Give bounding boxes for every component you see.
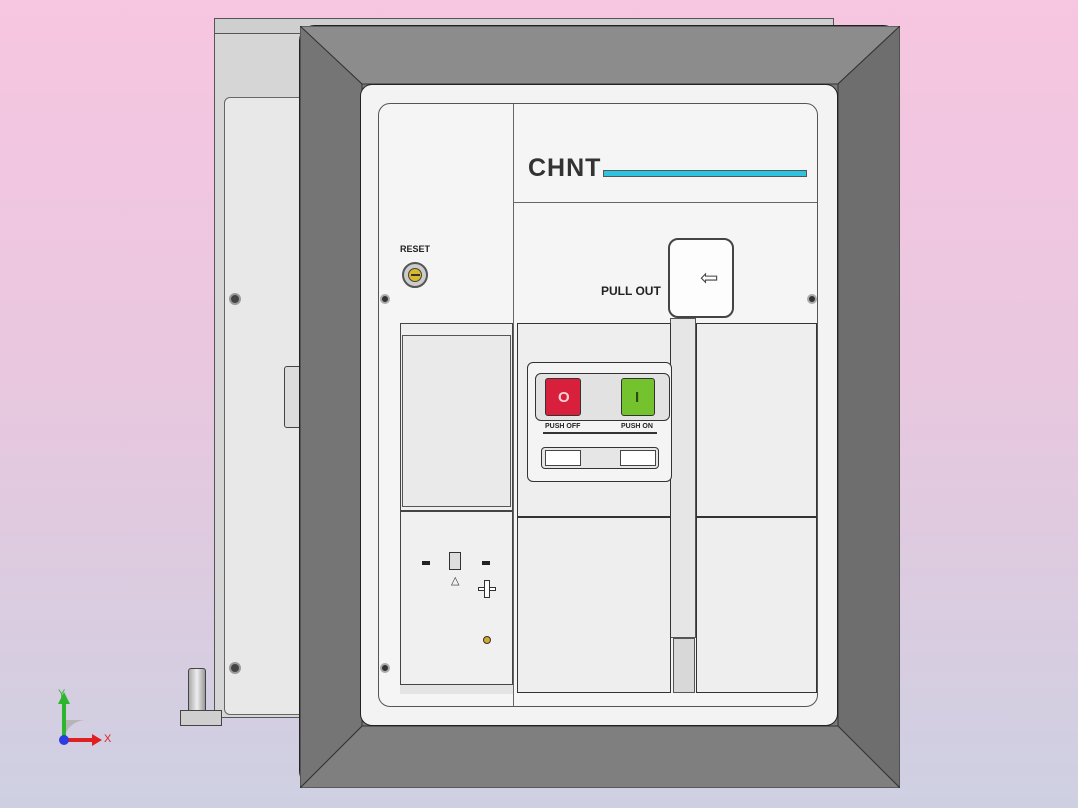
status-window-left — [545, 450, 581, 466]
axis-label-y: Y — [58, 688, 66, 700]
brand-logo: CHNT — [528, 154, 602, 182]
left-module-base — [400, 684, 513, 694]
indicator-dash-left — [422, 561, 430, 565]
axis-label-x: X — [104, 733, 112, 745]
label-rule — [543, 432, 657, 434]
left-module-lower — [400, 511, 513, 693]
triangle-indicator-icon: △ — [451, 575, 460, 587]
side-screw-lower — [229, 662, 241, 674]
push-off-button[interactable]: O — [545, 378, 581, 416]
foot-bolt — [188, 668, 206, 712]
divider-header — [513, 202, 817, 203]
center-module-lower — [517, 517, 671, 693]
crank-handle-icon[interactable] — [478, 580, 496, 598]
lock-screw-icon — [483, 636, 491, 644]
indicator-dash-right — [482, 561, 490, 565]
right-module-lower — [696, 517, 817, 693]
position-indicator-window — [449, 552, 461, 570]
reset-label: RESET — [400, 244, 431, 254]
status-window-right — [620, 450, 656, 466]
push-on-symbol: I — [635, 389, 640, 406]
push-on-button[interactable]: I — [621, 378, 655, 416]
reset-knob-icon[interactable] — [402, 262, 428, 288]
foot-bolt-nut — [180, 710, 222, 726]
pull-out-arrow-icon: ⇦ — [700, 265, 719, 290]
panel-screw-bl — [380, 663, 390, 673]
pull-out-label: PULL OUT — [601, 284, 661, 298]
panel-screw-tr — [807, 294, 817, 304]
axis-triad-icon — [58, 692, 102, 746]
panel-screw-tl — [380, 294, 390, 304]
side-screw-upper — [229, 293, 241, 305]
pull-out-handle[interactable] — [668, 238, 734, 318]
push-off-label: PUSH OFF — [545, 423, 581, 430]
push-on-label: PUSH ON — [621, 423, 653, 430]
brand-accent-bar — [603, 170, 807, 177]
left-module-upper-face — [402, 335, 511, 507]
push-off-symbol: O — [558, 389, 570, 406]
right-module-upper — [696, 323, 817, 517]
frame-bevel — [300, 26, 900, 788]
divider-left-column — [513, 104, 514, 706]
gap-shadow — [673, 638, 695, 693]
handle-shaft — [670, 318, 696, 638]
